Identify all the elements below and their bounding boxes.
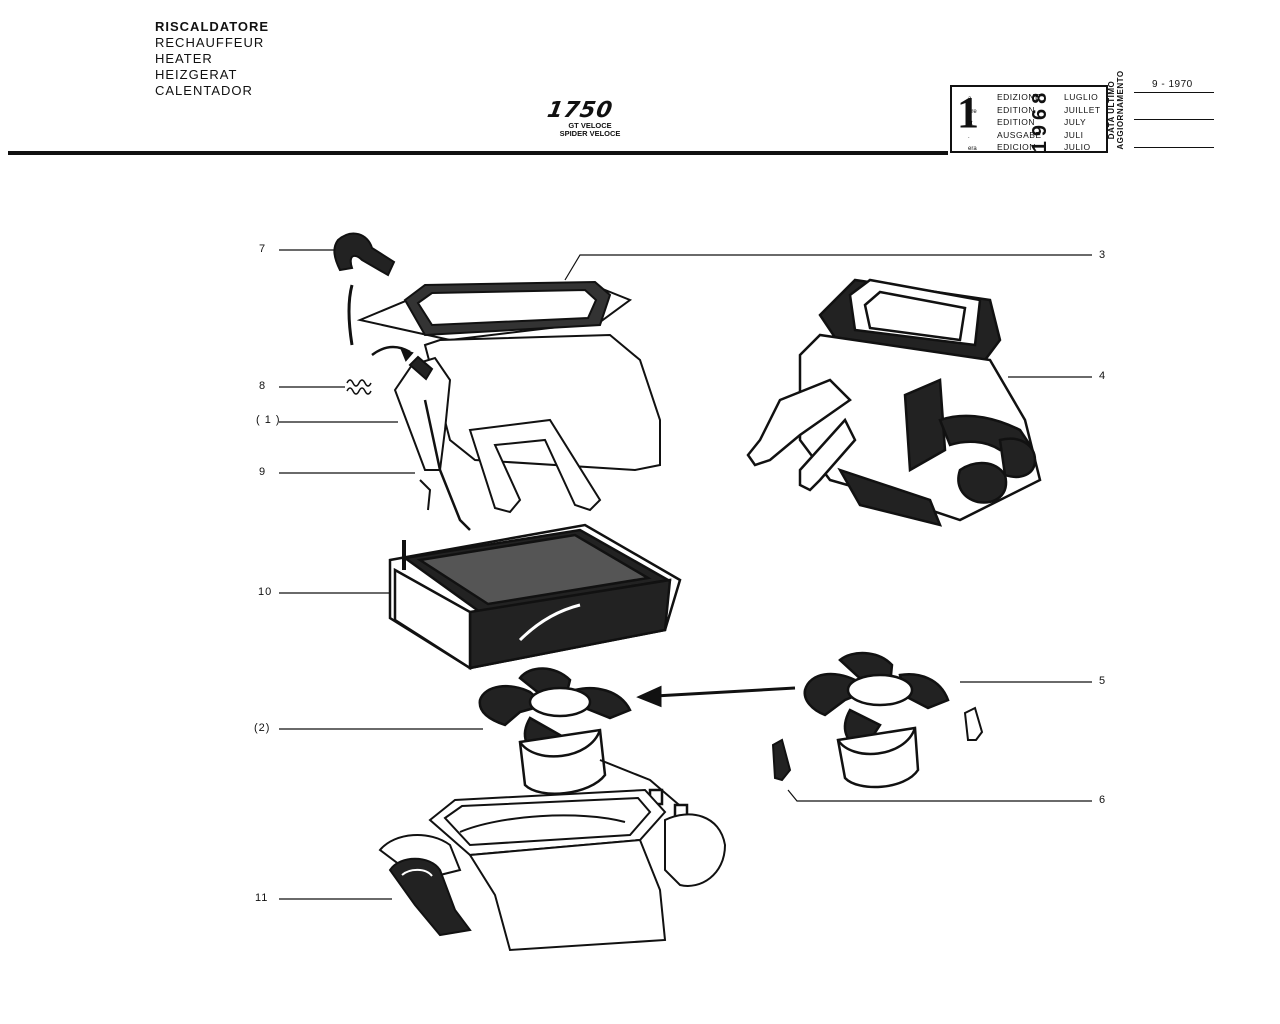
callout-3: 3 [1099,249,1107,261]
title-en: HEATER [155,51,213,66]
update-line-3 [1134,147,1214,148]
month-es: JULIO [1064,142,1091,152]
title-de: HEIZGERAT [155,67,238,82]
leader-6 [787,789,1092,802]
callout-11: 11 [255,892,269,904]
fan-motor-part-2 [478,667,689,821]
callout-9: 9 [259,466,267,478]
month-fr: JUILLET [1064,104,1101,115]
edition-number: 1 [957,88,979,137]
edition-label-en: EDITION [997,117,1035,127]
month-it: LUGLIO [1064,92,1099,102]
suffix-fr: ere [968,108,977,115]
callout-7: 7 [259,243,267,255]
edition-label-de: AUSGABE [997,129,1042,140]
callout-5: 5 [1099,675,1107,687]
edition-box: 1 a ere st . era EDIZIONE EDITION EDITIO… [950,85,1108,153]
heater-assembly-part-4 [746,278,1042,527]
edition-label-es: EDICION [997,142,1036,152]
heater-housing-part-3 [356,280,661,531]
callout-8: 8 [259,380,267,392]
edition-label-fr: EDITION [997,104,1035,115]
title-it: RISCALDATORE [155,19,270,34]
header-rule [8,151,948,155]
update-line-2 [1134,119,1214,120]
callout-4: 4 [1099,370,1107,382]
header-titles: RISCALDATORE RECHAUFFEUR HEATER HEIZGERA… [155,19,269,99]
suffix-en: st [968,121,973,127]
clips-part-6 [771,706,984,782]
callout-10: 10 [258,586,273,598]
radiator-part-10 [388,523,682,671]
edition-label-it: EDIZIONE [997,92,1042,102]
update-line-1 [1134,92,1214,93]
suffix-es: era [968,146,977,152]
model-badge: 1750 GT VELOCE SPIDER VELOCE [530,98,630,138]
edition-months: LUGLIO JUILLET JULY JULI JULIO [1064,91,1101,154]
callout-2: (2) [254,722,271,734]
model-variant-gt: GT VELOCE [568,121,612,130]
suffix-it: a [968,96,972,102]
update-date: 9 - 1970 [1152,79,1193,90]
month-de: JULI [1064,129,1084,140]
model-variant-spider: SPIDER VELOCE [559,129,621,138]
title-fr: RECHAUFFEUR [155,35,265,50]
assembly-arrow [636,685,796,708]
suffix-de: . [968,133,970,140]
callout-1: ( 1 ) [256,414,281,426]
title-es: CALENTADOR [155,83,253,98]
edition-suffixes: a ere st . era [968,93,982,156]
lower-housing-part-11 [378,788,727,952]
hose-part-7 [333,232,396,346]
edition-labels: EDIZIONE EDITION EDITION AUSGABE EDICION [997,91,1042,154]
fan-part-5 [803,651,950,789]
leader-3 [564,254,1092,281]
spring-part-8 [346,379,372,395]
callout-6: 6 [1099,794,1107,806]
month-en: JULY [1064,117,1087,127]
